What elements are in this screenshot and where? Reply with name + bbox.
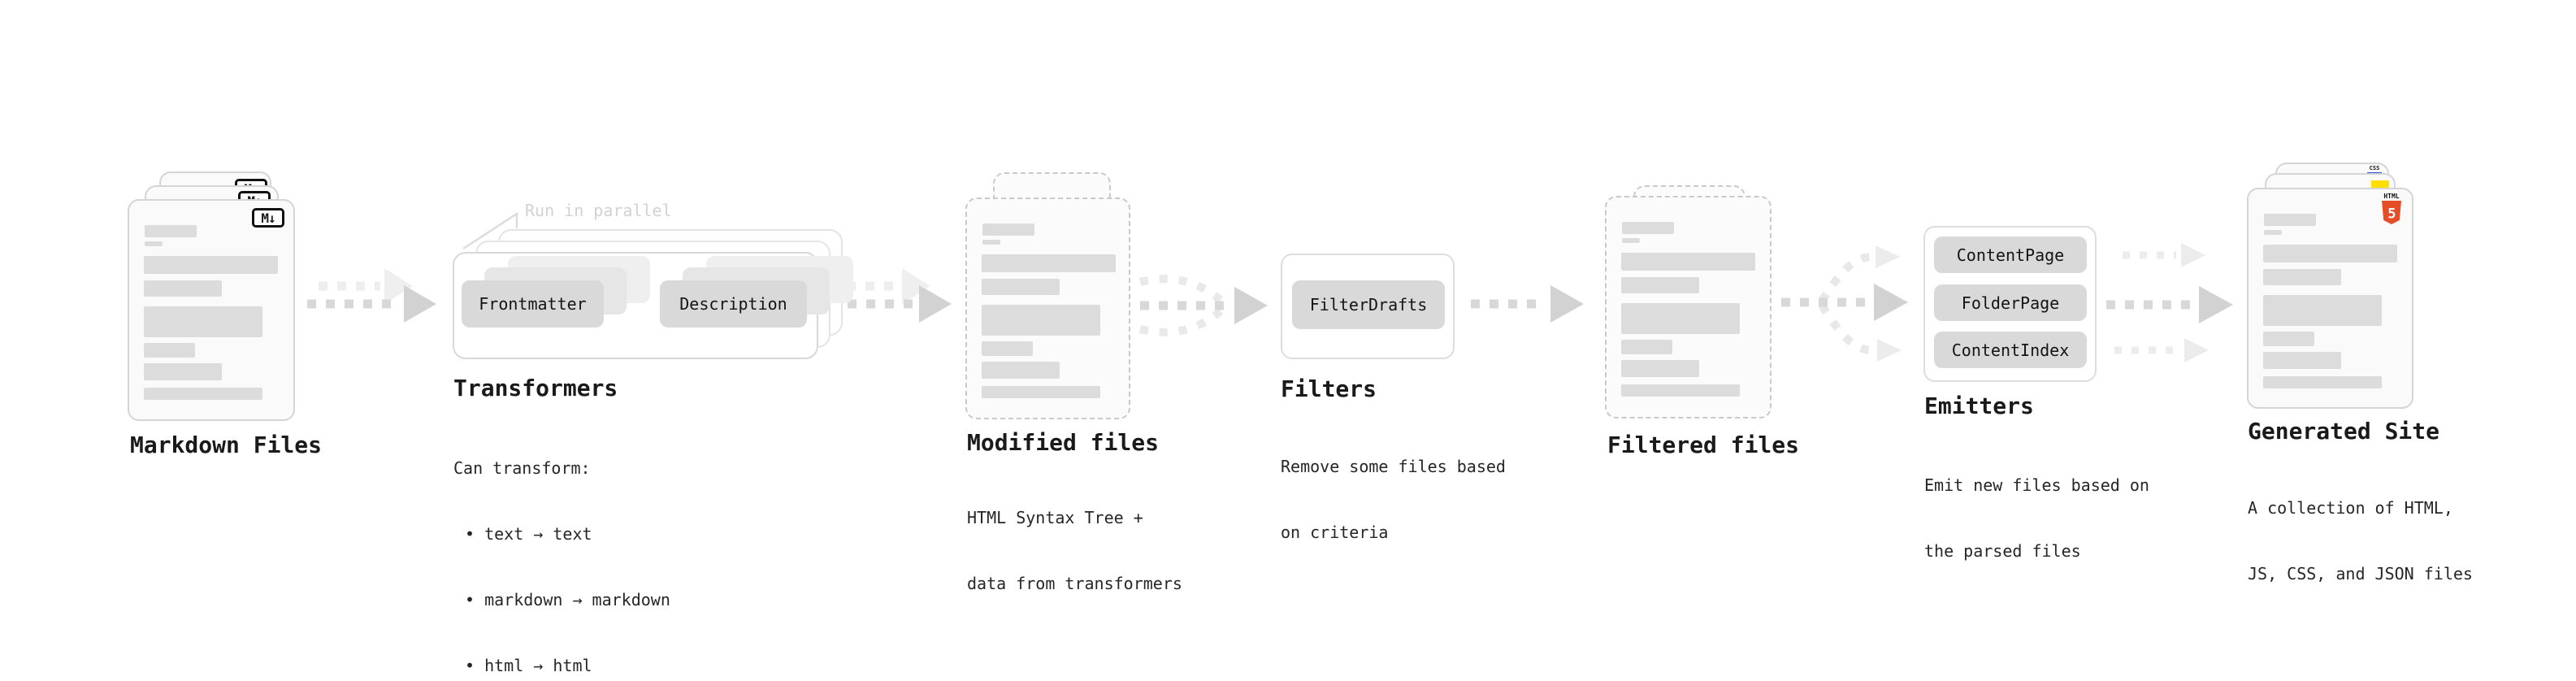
markdown-file-card-front: M↓ [128, 199, 295, 421]
doc-text-bar [144, 256, 278, 274]
transformers-description: Can transform: • text → text • markdown … [453, 414, 670, 681]
doc-text-bar [2263, 376, 2382, 388]
doc-text-bar [982, 279, 1060, 295]
doc-text-bar [982, 386, 1100, 398]
doc-text-bar [1621, 360, 1699, 377]
arrow-filtered-to-emitters [1781, 245, 1908, 362]
doc-text-bar [982, 362, 1060, 379]
pill-contentindex: ContentIndex [1934, 332, 2087, 368]
doc-text-bar [144, 306, 262, 337]
doc-text-bar [1621, 303, 1740, 334]
arrow-markdown-to-transformers [307, 285, 436, 323]
arrow-emitters-to-generated-top [2123, 243, 2205, 267]
modified-files-label: Modified files [967, 429, 1160, 456]
arrow-transformers-to-modified-ghost [847, 268, 930, 304]
pill-filterdrafts: FilterDrafts [1292, 280, 1445, 329]
arrow-filters-to-filtered [1471, 285, 1584, 323]
doc-text-bar [2263, 269, 2341, 285]
doc-text-bar [2263, 245, 2397, 262]
generated-file-card-html: HTML 5 [2247, 188, 2413, 409]
pill-frontmatter: Frontmatter [462, 280, 604, 327]
doc-text-bar [144, 363, 222, 380]
doc-text-bar [2263, 352, 2341, 369]
arrow-emitters-to-generated-bottom [2114, 338, 2209, 362]
run-in-parallel-note: Run in parallel [525, 201, 672, 220]
pill-contentpage: ContentPage [1934, 236, 2087, 273]
doc-text-bar [144, 280, 222, 297]
filters-label: Filters [1281, 375, 1377, 402]
doc-text-bar [2263, 295, 2382, 326]
arrow-emitters-to-generated-middle [2106, 286, 2233, 323]
doc-text-bar [982, 341, 1033, 356]
pill-folderpage: FolderPage [1934, 284, 2087, 321]
doc-text-bar [1621, 384, 1740, 397]
doc-text-bar [145, 225, 197, 237]
doc-text-bar [1622, 238, 1640, 243]
emitters-description: Emit new files based on the parsed files [1924, 475, 2149, 561]
modified-file-card-front [965, 197, 1130, 419]
markdown-files-label: Markdown Files [130, 432, 323, 458]
modified-files-description: HTML Syntax Tree + data from transformer… [967, 508, 1182, 593]
transformers-bullet: • text → text [465, 524, 592, 544]
html5-shield [2382, 201, 2401, 224]
doc-text-bar [1621, 277, 1699, 293]
filters-description: Remove some files based on criteria [1281, 457, 1506, 542]
js-icon [2371, 180, 2389, 189]
doc-text-bar [2264, 230, 2282, 235]
doc-text-bar [982, 240, 1000, 245]
filtered-files-label: Filtered files [1607, 432, 1800, 458]
doc-text-bar [145, 241, 163, 246]
arrow-modified-to-filters [1138, 275, 1268, 336]
doc-text-bar [1622, 222, 1674, 234]
transformers-label: Transformers [453, 375, 618, 401]
doc-text-bar [2264, 214, 2316, 226]
html5-icon-word: HTML [2383, 193, 2400, 200]
html5-icon-number: 5 [2387, 206, 2396, 223]
html5-icon: HTML 5 [2380, 193, 2403, 224]
doc-text-bar [982, 254, 1116, 272]
transformers-bullet: • html → html [465, 656, 592, 675]
transformers-bullet: • markdown → markdown [465, 590, 670, 609]
doc-text-bar [144, 388, 262, 400]
pill-description: Description [660, 280, 807, 327]
doc-text-bar [1621, 253, 1755, 271]
filtered-file-card-front [1605, 196, 1772, 419]
doc-text-bar [1621, 340, 1672, 354]
emitters-label: Emitters [1924, 393, 2034, 419]
doc-text-bar [144, 343, 195, 358]
generated-site-description: A collection of HTML, JS, CSS, and JSON … [2248, 498, 2473, 583]
generated-site-label: Generated Site [2248, 418, 2440, 445]
doc-text-bar [2263, 332, 2314, 346]
markdown-icon: M↓ [252, 208, 284, 228]
doc-text-bar [982, 305, 1100, 336]
css-icon-text: CSS [2369, 165, 2380, 171]
doc-text-bar [982, 223, 1034, 236]
transformers-body: Can transform: [453, 458, 591, 478]
arrow-markdown-to-transformers-ghost [319, 268, 413, 304]
